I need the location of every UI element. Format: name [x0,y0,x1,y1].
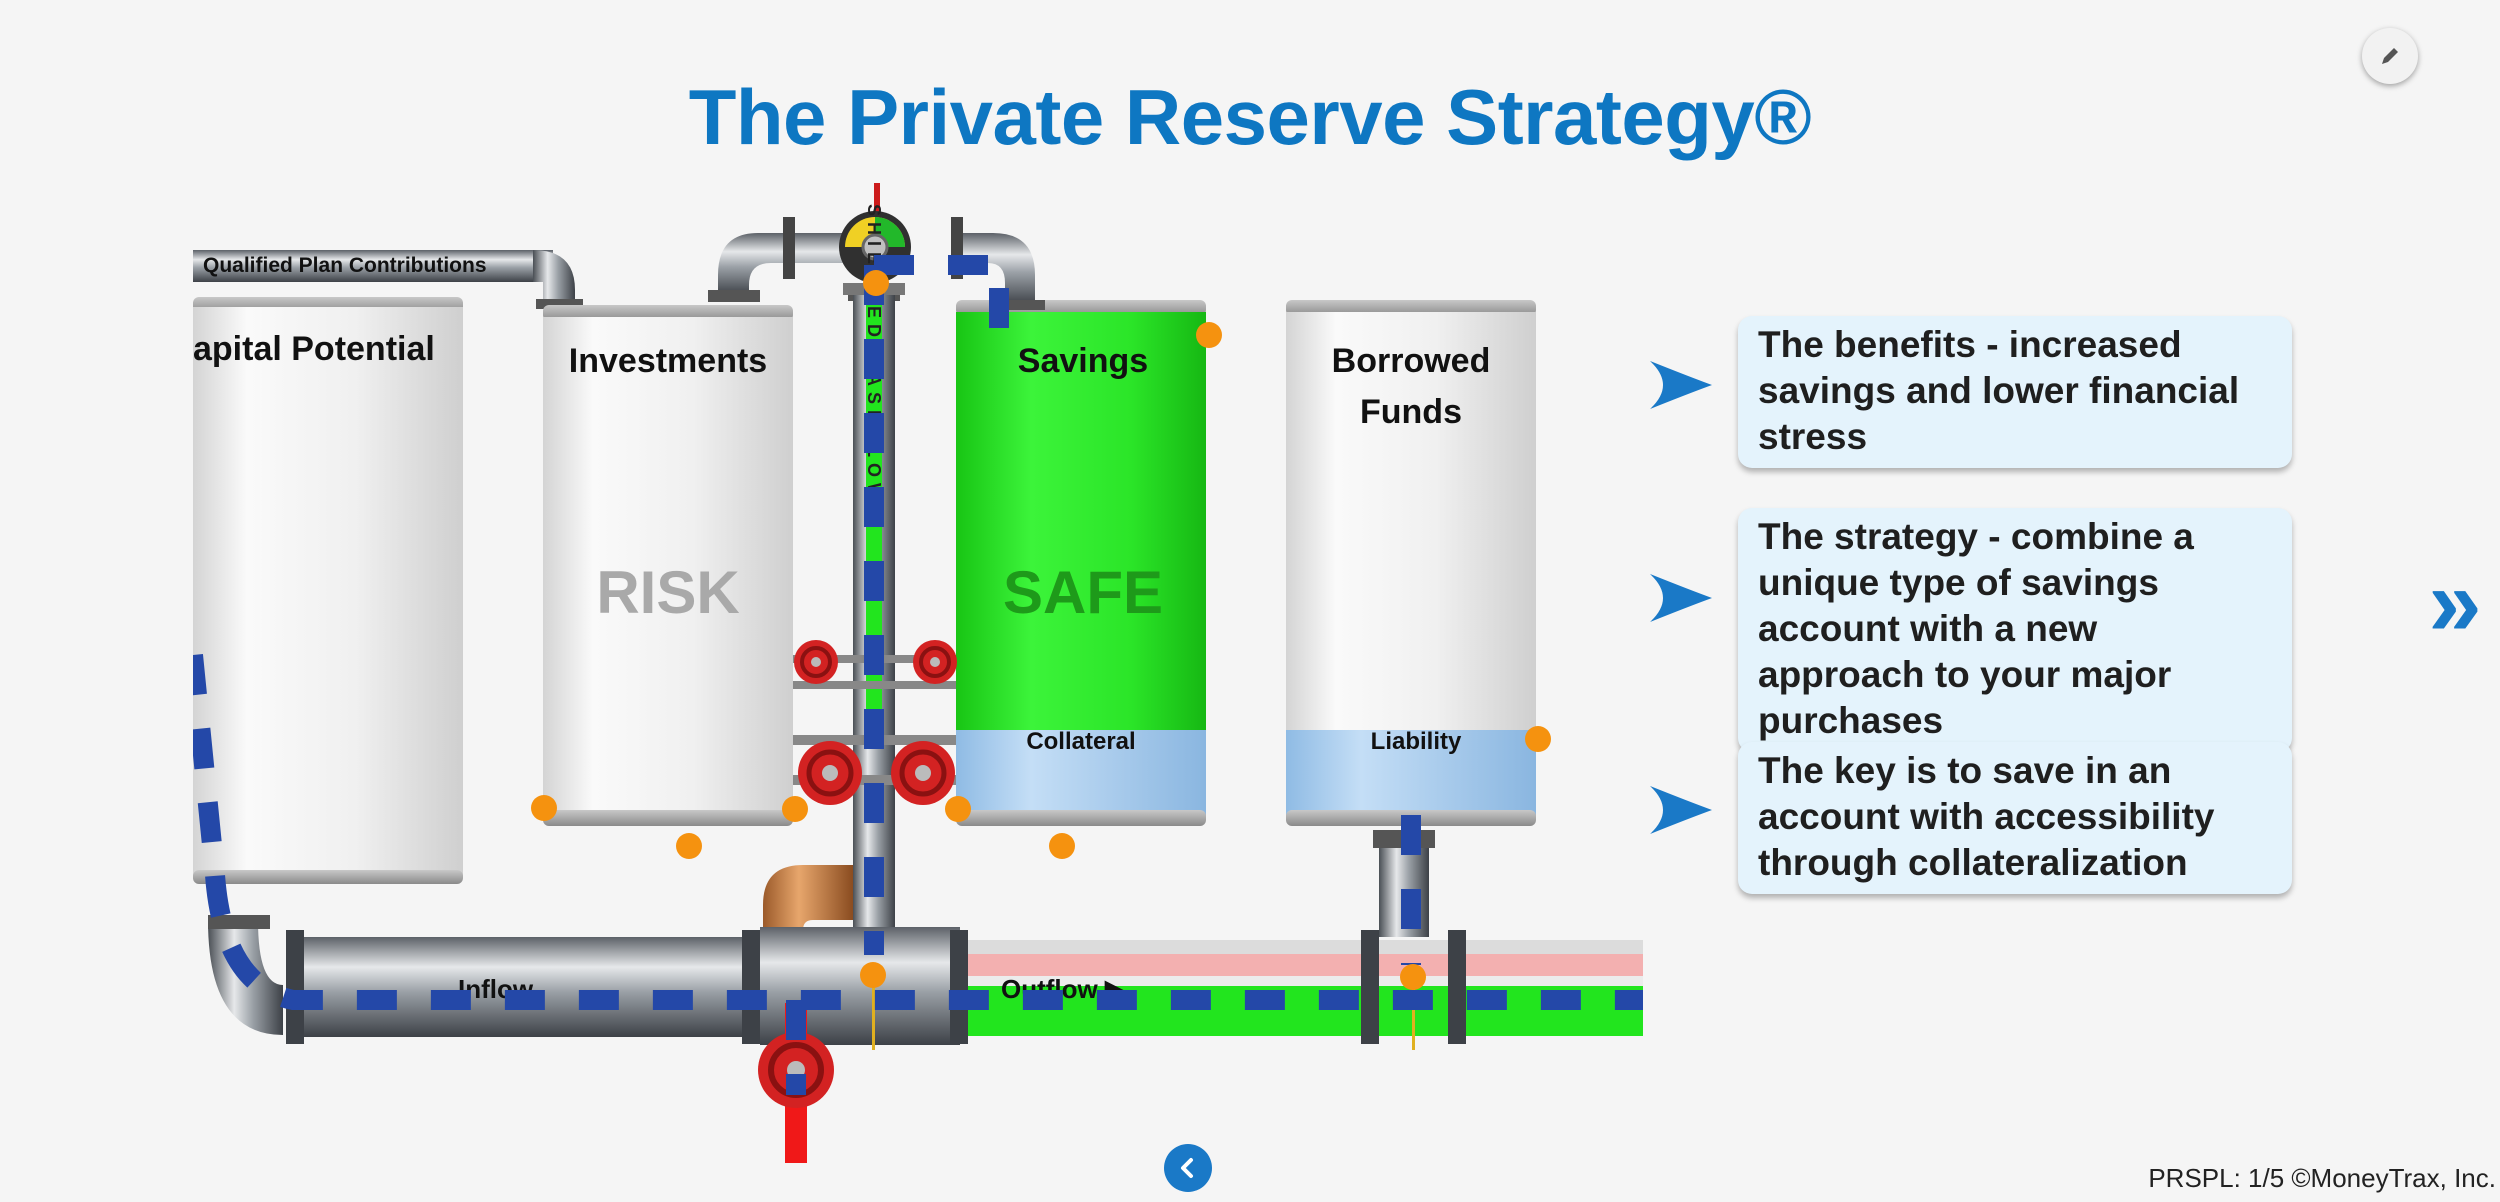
tank-savings: Savings SAFE Collateral [956,300,1206,826]
benefits-card: The benefits - increased savings and low… [1738,316,2292,468]
chevron-left-icon [1181,1158,1193,1178]
pipeline-diagram: Qualified Plan Contributions apital Pote… [183,175,1836,1165]
next-slide-button[interactable]: » [2420,555,2490,651]
valve-icon[interactable] [758,1032,834,1108]
tank-borrowed-funds: Borrowed Funds Liability [1286,300,1536,826]
footer-copyright: PRSPL: 1/5 ©MoneyTrax, Inc. [2148,1163,2496,1193]
flow-path [183,255,1836,1095]
previous-slide-button[interactable] [1164,1144,1212,1192]
risk-label: RISK [596,559,739,626]
tank-borrowed-label-1: Borrowed [1332,342,1491,380]
valve-icon[interactable] [794,640,838,684]
qualified-plan-label: Qualified Plan Contributions [203,254,487,277]
tank-savings-label: Savings [1018,342,1148,380]
tank-capital-label: apital Potential [193,330,435,368]
strategy-card: The strategy - combine a unique type of … [1738,508,2292,752]
tank-capital-potential: apital Potential [193,297,463,884]
liability-label: Liability [1371,728,1462,755]
chevron-right-icon [1650,574,1712,622]
collateral-label: Collateral [1026,728,1135,755]
chevron-right-icon [1650,786,1712,834]
chevron-right-icon [1650,361,1712,409]
safe-label: SAFE [1003,559,1163,626]
valve-icon[interactable] [891,741,955,805]
key-card: The key is to save in an account with ac… [1738,742,2292,894]
benefits-text: The benefits - increased savings and low… [1758,324,2240,457]
page-title: The Private Reserve Strategy® [688,73,1812,161]
tank-investments-label: Investments [569,342,767,380]
connection-nodes [531,270,1551,990]
pencil-icon [2382,48,2398,64]
double-chevron-right-icon: » [2428,549,2482,656]
tank-borrowed-label-2: Funds [1360,393,1462,431]
valve-icon[interactable] [798,741,862,805]
key-text: The key is to save in an account with ac… [1758,750,2215,883]
tank-investments: Investments RISK [543,305,793,826]
strategy-text: The strategy - combine a unique type of … [1758,516,2194,741]
edit-button[interactable] [2362,28,2418,84]
valve-icon[interactable] [913,640,957,684]
